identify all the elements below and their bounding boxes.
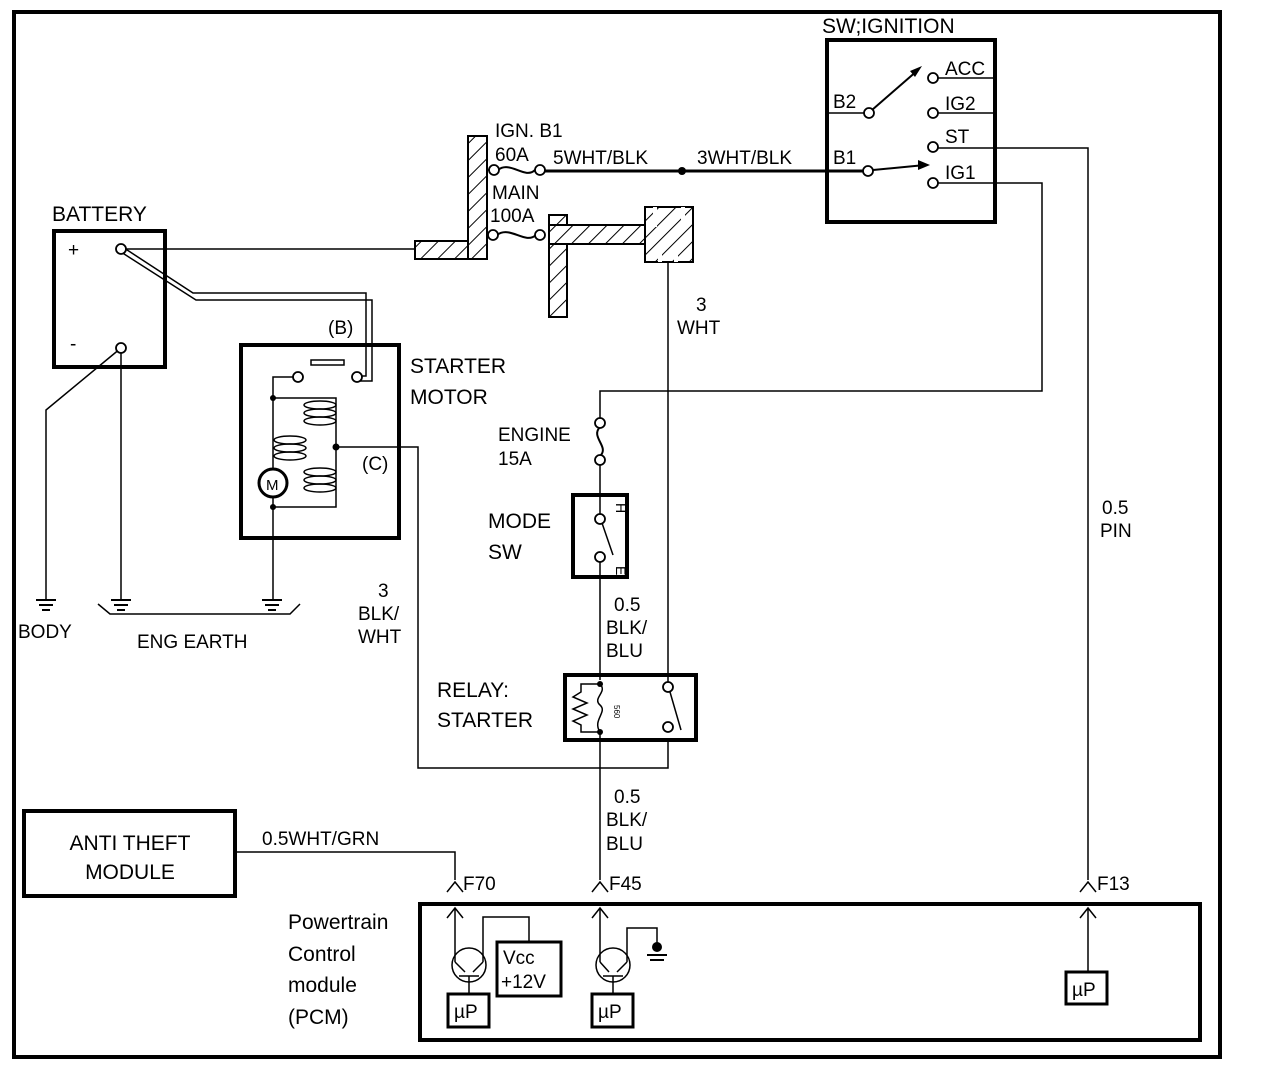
mode-sw-label-2: SW xyxy=(488,541,522,564)
fuse-block xyxy=(414,135,694,318)
anti-theft-module xyxy=(22,809,237,898)
starter-b-cable xyxy=(120,245,367,377)
splice-dot xyxy=(678,167,686,175)
microprocessor-label-f70: µP xyxy=(454,1002,478,1023)
eng-earth-label: ENG EARTH xyxy=(137,632,248,653)
connector-f13-label: F13 xyxy=(1097,874,1130,895)
ign-fuse-terminal-out xyxy=(534,164,546,176)
battery-minus-label: - xyxy=(70,334,76,355)
anti-theft-label-2: MODULE xyxy=(85,861,175,884)
engine-fuse-label: ENGINE xyxy=(498,425,571,446)
relay-wire-color-2: BLU xyxy=(606,834,643,855)
microprocessor-label-f13: µP xyxy=(1072,980,1096,1001)
relay-wire-color-1: BLK/ xyxy=(606,810,648,831)
starter-c-wire-size: 3 xyxy=(378,581,389,602)
relay-coil-mark: 560 xyxy=(612,705,621,719)
ignition-switch: SW;IGNITION B2 B1 ACC IG2 ST IG1 xyxy=(822,15,997,224)
engine-fuse-terminal-in xyxy=(594,417,606,429)
pcm-label-4: (PCM) xyxy=(288,1006,349,1029)
battery-negative-terminal xyxy=(115,342,127,354)
vcc-label: Vcc xyxy=(503,948,535,969)
engine-fuse-terminal-out xyxy=(594,454,606,466)
motor-symbol-label: M xyxy=(266,477,279,494)
ground-icons xyxy=(36,599,301,615)
pcm-f45-circuit: µP xyxy=(590,927,667,1029)
pcm-module xyxy=(418,902,1202,1042)
pcm-f13-circuit: µP xyxy=(1064,970,1109,1006)
switch-b1-label: B1 xyxy=(833,148,856,169)
main-fuse-label: MAIN xyxy=(492,183,540,204)
st-wire xyxy=(938,147,1089,880)
ign-b1-fuse-label: IGN. B1 xyxy=(495,121,563,142)
wire-label-5wht-blk: 5WHT/BLK xyxy=(553,148,648,169)
pcm-label-2: Control xyxy=(288,943,356,966)
relay-feed-color: WHT xyxy=(677,318,721,339)
anti-theft-wire xyxy=(235,851,456,880)
relay-label-2: STARTER xyxy=(437,709,533,732)
mode-pos-h: H xyxy=(613,503,629,513)
vcc-voltage-label: +12V xyxy=(501,972,546,993)
pcm-f70-circuit: Vcc +12V µP xyxy=(446,916,563,1029)
starter-motor-label-2: MOTOR xyxy=(410,386,488,409)
starter-relay: 560 xyxy=(563,673,698,742)
battery-plus-label: + xyxy=(68,240,79,261)
engine-fuse-icon xyxy=(596,426,604,457)
starter-motor: (B) (C) M xyxy=(239,318,669,769)
connector-f45-label: F45 xyxy=(609,874,642,895)
anti-theft-wire-label: 0.5WHT/GRN xyxy=(262,829,379,850)
st-wire-size: 0.5 xyxy=(1102,498,1128,519)
relay-wire-size: 0.5 xyxy=(614,787,640,808)
mode-wire-color-2: BLU xyxy=(606,641,643,662)
body-ground-wire xyxy=(45,347,122,600)
switch-st-label: ST xyxy=(945,127,970,148)
battery-label: BATTERY xyxy=(52,203,147,226)
switch-acc-label: ACC xyxy=(945,59,985,80)
ignition-switch-title: SW;IGNITION xyxy=(822,15,955,38)
main-fuse-rating: 100A xyxy=(490,206,535,227)
ign-fuse-terminal-in xyxy=(488,164,500,176)
connector-icons xyxy=(446,880,1097,972)
connector-f70-label: F70 xyxy=(463,874,496,895)
mode-wire-size: 0.5 xyxy=(614,595,640,616)
st-wire-color: PIN xyxy=(1100,521,1132,542)
relay-feed-size: 3 xyxy=(696,295,707,316)
pcm-label-1: Powertrain xyxy=(288,911,388,934)
starter-c-wire-color-1: BLK/ xyxy=(358,604,400,625)
switch-b2-label: B2 xyxy=(833,92,856,113)
switch-ig1-label: IG1 xyxy=(945,163,976,184)
mode-sw-label-1: MODE xyxy=(488,510,551,533)
starter-motor-label-1: STARTER xyxy=(410,355,506,378)
diagram-frame xyxy=(12,10,1222,1059)
switch-ig2-label: IG2 xyxy=(945,94,976,115)
mode-pos-e: E xyxy=(613,566,629,575)
terminal-c-label: (C) xyxy=(362,454,388,475)
battery: BATTERY + - xyxy=(52,203,167,369)
pcm-label-3: module xyxy=(288,974,357,997)
main-fuse-terminal-in xyxy=(487,229,499,241)
relay-label-1: RELAY: xyxy=(437,679,509,702)
main-fuse-icon xyxy=(496,231,537,239)
wire-label-3wht-blk: 3WHT/BLK xyxy=(697,148,792,169)
microprocessor-label-f45: µP xyxy=(598,1002,622,1023)
main-fuse-terminal-out xyxy=(534,229,546,241)
starter-c-wire-color-2: WHT xyxy=(358,627,402,648)
battery-positive-terminal xyxy=(115,243,127,255)
mode-switch: H E xyxy=(571,493,629,579)
engine-fuse-rating: 15A xyxy=(498,449,532,470)
starter-b-cable-2 xyxy=(120,251,373,382)
mode-wire-color-1: BLK/ xyxy=(606,618,648,639)
ign-b1-fuse-rating: 60A xyxy=(495,145,529,166)
ign-b1-fuse-icon xyxy=(497,166,536,174)
anti-theft-label-1: ANTI THEFT xyxy=(70,832,191,855)
terminal-b-label: (B) xyxy=(328,318,353,339)
ig1-wire xyxy=(599,182,1043,418)
body-ground-label: BODY xyxy=(18,622,72,643)
